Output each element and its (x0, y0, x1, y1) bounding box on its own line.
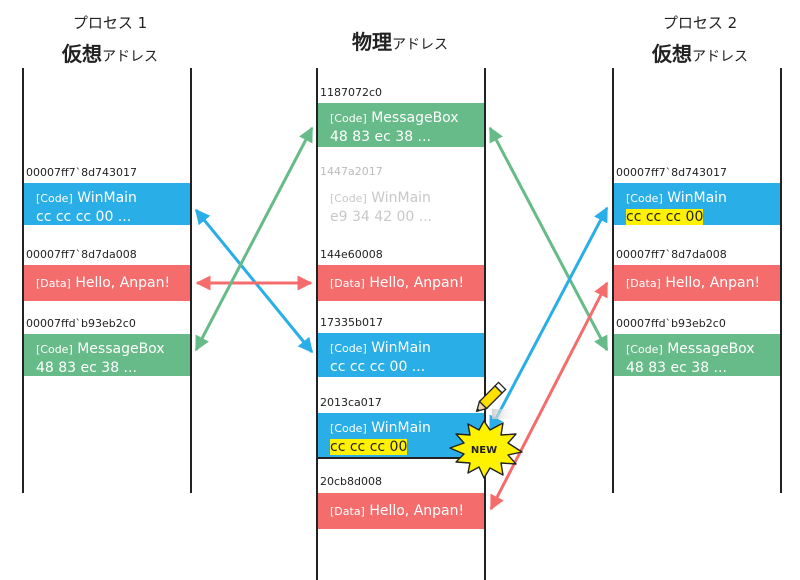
block-title: Hello, Anpan! (369, 503, 465, 519)
block-tag: [Code] (330, 192, 367, 205)
process2-virtual-label: 仮想 (652, 42, 692, 66)
center-address-data-new: 20cb8d008 (320, 475, 383, 488)
right-address-winmain: 00007ff7`8d743017 (616, 166, 728, 179)
block-tag: [Code] (330, 342, 367, 355)
block-title: MessageBox (667, 341, 755, 357)
physical-title: 物理アドレス (325, 26, 475, 55)
center-block-winmain: [Code] WinMain cc cc cc 00 ... (318, 333, 484, 377)
highlighted-bytes: cc cc cc 00 (626, 209, 704, 225)
block-title: Hello, Anpan! (369, 275, 465, 291)
center-block-data: [Data] Hello, Anpan! (318, 265, 484, 301)
block-tag: [Data] (330, 277, 365, 290)
block-bytes: 48 83 ec 38 ... (36, 360, 137, 376)
process2-address-label: アドレス (692, 49, 748, 65)
center-address-winmain-old: 1447a2017 (320, 165, 383, 178)
block-tag: [Data] (330, 505, 365, 518)
center-column-right-border (484, 68, 486, 580)
center-block-winmain-old: [Code] WinMain e9 34 42 00 ... (318, 183, 484, 225)
block-title: WinMain (371, 420, 431, 436)
right-address-data: 00007ff7`8d7da008 (616, 248, 727, 261)
arrow-left-messagebox (194, 126, 314, 352)
left-block-data: [Data] Hello, Anpan! (24, 265, 190, 301)
left-column-right-border (190, 68, 192, 493)
process1-title: プロセス 1 (72, 14, 148, 32)
physical-address-label: アドレス (392, 37, 448, 53)
physical-label: 物理 (352, 30, 392, 54)
block-tag: [Code] (626, 343, 663, 356)
left-address-winmain: 00007ff7`8d743017 (26, 166, 138, 179)
block-tag: [Data] (36, 277, 71, 290)
right-column-left-border (612, 68, 614, 493)
center-address-winmain-new: 2013ca017 (320, 396, 382, 409)
process1-virtual-label: 仮想 (62, 42, 102, 66)
pencil-icon (475, 381, 518, 419)
block-title: WinMain (371, 340, 431, 356)
right-block-data: [Data] Hello, Anpan! (614, 265, 780, 301)
block-tag: [Code] (626, 192, 663, 205)
highlighted-bytes: cc cc cc 00 (330, 439, 408, 455)
right-column-right-border (780, 68, 782, 493)
block-tag: [Code] (36, 192, 73, 205)
right-block-messagebox: [Code] MessageBox 48 83 ec 38 ... (614, 334, 780, 376)
center-column-left-border (316, 68, 318, 580)
center-address-data: 144e60008 (320, 248, 383, 261)
block-title: MessageBox (77, 341, 165, 357)
left-column-left-border (22, 68, 24, 493)
center-block-data-new: [Data] Hello, Anpan! (318, 493, 484, 529)
new-badge-label: NEW (471, 445, 497, 456)
center-address-messagebox: 1187072c0 (320, 86, 383, 99)
center-block-messagebox: [Code] MessageBox 48 83 ec 38 ... (318, 103, 484, 147)
block-tag: [Code] (330, 112, 367, 125)
block-title: WinMain (371, 190, 431, 206)
block-title: WinMain (667, 190, 727, 206)
center-address-winmain: 17335b017 (320, 316, 383, 329)
block-tag: [Code] (330, 422, 367, 435)
block-bytes: cc cc cc 00 ... (330, 359, 426, 375)
right-block-winmain: [Code] WinMain cc cc cc 00 (614, 183, 780, 225)
block-title: WinMain (77, 190, 137, 206)
block-bytes: 48 83 ec 38 ... (330, 129, 431, 145)
new-badge: NEW (449, 420, 523, 479)
left-block-winmain: [Code] WinMain cc cc cc 00 ... (24, 183, 190, 225)
block-title: Hello, Anpan! (665, 275, 761, 291)
block-bytes: cc cc cc 00 ... (36, 209, 132, 225)
process1-address-label: アドレス (102, 49, 158, 65)
arrow-right-data (489, 281, 609, 511)
block-tag: [Data] (626, 277, 661, 290)
block-bytes: 48 83 ec 38 ... (626, 360, 727, 376)
left-address-data: 00007ff7`8d7da008 (26, 248, 137, 261)
process1-subtitle: 仮想アドレス (35, 38, 185, 67)
process2-subtitle: 仮想アドレス (625, 38, 775, 67)
block-tag: [Code] (36, 343, 73, 356)
right-address-messagebox: 00007ffd`b93eb2c0 (616, 317, 726, 330)
block-title: MessageBox (371, 110, 459, 126)
left-address-messagebox: 00007ffd`b93eb2c0 (26, 317, 136, 330)
block-title: Hello, Anpan! (75, 275, 171, 291)
arrow-left-winmain (194, 208, 314, 354)
block-bytes: e9 34 42 00 ... (330, 209, 433, 225)
left-block-messagebox: [Code] MessageBox 48 83 ec 38 ... (24, 334, 190, 376)
process2-title: プロセス 2 (662, 14, 738, 32)
